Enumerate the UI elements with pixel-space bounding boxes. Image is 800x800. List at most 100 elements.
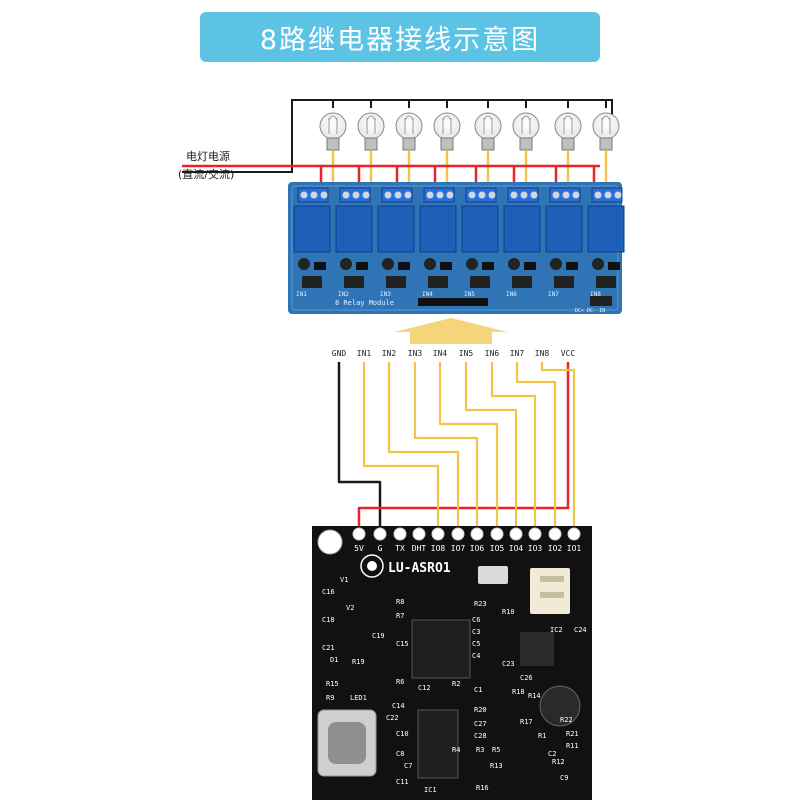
relay-channel: IN6 xyxy=(503,187,541,298)
lamp-bulb-icon xyxy=(474,100,502,188)
component-label: R12 xyxy=(552,758,565,766)
component-label: C27 xyxy=(474,720,487,728)
signal-wire xyxy=(464,362,518,530)
controller-pin-label: 5V xyxy=(354,544,364,553)
controller-name: LU-ASRO1 xyxy=(388,561,451,576)
component-label: C21 xyxy=(322,644,335,652)
header-pin xyxy=(490,527,504,541)
relay-channel: IN4 xyxy=(419,187,457,298)
component-label: C15 xyxy=(396,640,409,648)
header-pin xyxy=(567,527,581,541)
ic1-chip xyxy=(417,709,459,779)
header-pin xyxy=(412,527,426,541)
component-label: R9 xyxy=(326,694,334,702)
connector-label: IN6 xyxy=(485,349,500,358)
relay-input-label: IN3 xyxy=(380,291,391,298)
component-label: R21 xyxy=(566,730,579,738)
relay-channel: IN1 xyxy=(293,187,331,298)
signal-wire xyxy=(413,362,479,530)
relay-input-label: IN6 xyxy=(506,291,517,298)
header-pin xyxy=(528,527,542,541)
component-label: IC2 xyxy=(550,626,563,634)
lamp-return-wire xyxy=(182,99,613,173)
component-label: R23 xyxy=(474,600,487,608)
component-label: C24 xyxy=(574,626,587,634)
connector-label: IN4 xyxy=(433,349,448,358)
controller-pin-header xyxy=(352,527,581,541)
relay-channel: IN7 xyxy=(545,187,583,298)
lamp-group xyxy=(319,100,620,190)
relay-input-label: IN7 xyxy=(548,291,559,298)
relay-input-label: IN8 xyxy=(590,291,601,298)
header-pin xyxy=(352,527,366,541)
component-label: C3 xyxy=(472,628,480,636)
connector-label: IN8 xyxy=(535,349,550,358)
component-label: C6 xyxy=(472,616,480,624)
component-label: R1 xyxy=(538,732,546,740)
header-pin xyxy=(451,527,465,541)
relay-channel: IN3 xyxy=(377,187,415,298)
signal-wire xyxy=(387,362,460,530)
relay-channel: IN8 xyxy=(587,187,625,298)
direction-arrow xyxy=(394,318,508,344)
controller-pin-label: IO7 xyxy=(451,544,466,553)
component-label: C4 xyxy=(472,652,480,660)
component-label: R10 xyxy=(502,608,515,616)
signal-wire xyxy=(490,362,537,530)
component-label: R13 xyxy=(490,762,503,770)
relay-input-label: IN4 xyxy=(422,291,433,298)
component-label: IC1 xyxy=(424,786,437,794)
header-pin xyxy=(470,527,484,541)
component-label: R22 xyxy=(560,716,573,724)
page-title: 8路继电器接线示意图 xyxy=(259,24,541,56)
component-label: R2 xyxy=(452,680,460,688)
component-label: R7 xyxy=(396,612,404,620)
component-label: C12 xyxy=(418,684,431,692)
signal-wire xyxy=(438,362,499,530)
controller-pin-label: IO2 xyxy=(548,544,563,553)
component-label: R11 xyxy=(566,742,579,750)
component-label: R6 xyxy=(396,678,404,686)
controller-pin-label: IO5 xyxy=(490,544,505,553)
relay-input-label: IN2 xyxy=(338,291,349,298)
component-label: C1 xyxy=(474,686,482,694)
main-chip xyxy=(411,619,471,679)
component-label: C5 xyxy=(472,640,480,648)
gnd-wire xyxy=(337,362,382,530)
controller-pin-label: IO3 xyxy=(528,544,543,553)
component-label: C28 xyxy=(474,732,487,740)
mount-hole xyxy=(317,529,343,555)
controller-pin-label: G xyxy=(378,544,383,553)
vcc-wire xyxy=(357,362,570,530)
component-label: R18 xyxy=(512,688,525,696)
lamp-bulb-icon xyxy=(395,100,423,188)
component-label: C11 xyxy=(396,778,409,786)
ic2-chip xyxy=(520,632,554,666)
lamp-bulb-icon xyxy=(592,100,620,188)
controller-pin-label: TX xyxy=(395,544,405,553)
wire-harness xyxy=(337,362,576,530)
controller-pin-label: IO1 xyxy=(567,544,582,553)
component-label: C9 xyxy=(560,774,568,782)
lamp-bulb-icon xyxy=(554,100,582,188)
component-label: R16 xyxy=(476,784,489,792)
controller-pin-label: IO8 xyxy=(431,544,446,553)
power-label: 电灯电源 xyxy=(186,149,230,163)
microphone xyxy=(539,685,581,727)
component-label: C19 xyxy=(372,632,385,640)
relay-header-pins xyxy=(418,298,488,306)
controller-pin-label: IO6 xyxy=(470,544,485,553)
power-label-sub: (直流/交流) xyxy=(178,167,234,181)
header-pin xyxy=(548,527,562,541)
component-label: C10 xyxy=(396,730,409,738)
component-label: C23 xyxy=(502,660,515,668)
relay-channel: IN2 xyxy=(335,187,373,298)
component-label: R8 xyxy=(396,598,404,606)
component-label: R20 xyxy=(474,706,487,714)
component-label: C2 xyxy=(548,750,556,758)
